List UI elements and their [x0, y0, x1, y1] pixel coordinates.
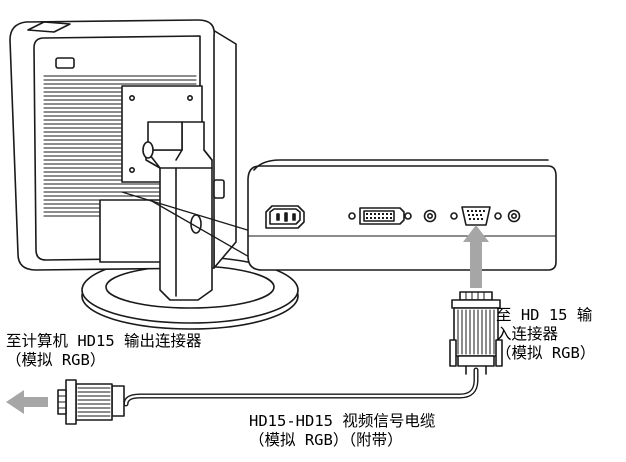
stand-neck	[142, 121, 225, 301]
monitor-input-label: 至 HD 15 输 入连接器 （模拟 RGB）	[496, 306, 595, 363]
cable-label: HD15-HD15 视频信号电缆 （模拟 RGB）（附带）	[249, 412, 435, 450]
cable-plug-computer-end	[57, 379, 125, 425]
computer-output-label: 至计算机 HD15 输出连接器 （模拟 RGB）	[6, 332, 202, 370]
monitor-input-label-line3: （模拟 RGB）	[496, 344, 596, 362]
cable-label-line1: HD15-HD15 视频信号电缆	[249, 412, 436, 430]
video-cable-core	[124, 368, 478, 406]
video-cable	[123, 367, 479, 407]
cable-label-line2: （模拟 RGB）（附带）	[249, 431, 403, 449]
audio-jack-icon	[423, 209, 437, 223]
ac-power-inlet-icon	[265, 205, 305, 229]
computer-output-label-line1: 至计算机 HD15 输出连接器	[6, 332, 202, 350]
connect-arrow-left	[6, 390, 48, 414]
dvi-connector-icon	[348, 207, 412, 225]
callout-lines	[121, 191, 259, 263]
computer-output-label-line2: （模拟 RGB）	[6, 351, 106, 369]
cable-plug-monitor-end	[449, 291, 503, 375]
hd15-connector-icon	[450, 206, 521, 226]
connect-arrow-up	[463, 225, 489, 288]
monitor-input-label-line1: 至 HD 15 输	[496, 306, 593, 324]
monitor-input-label-line2: 入连接器	[496, 325, 559, 343]
